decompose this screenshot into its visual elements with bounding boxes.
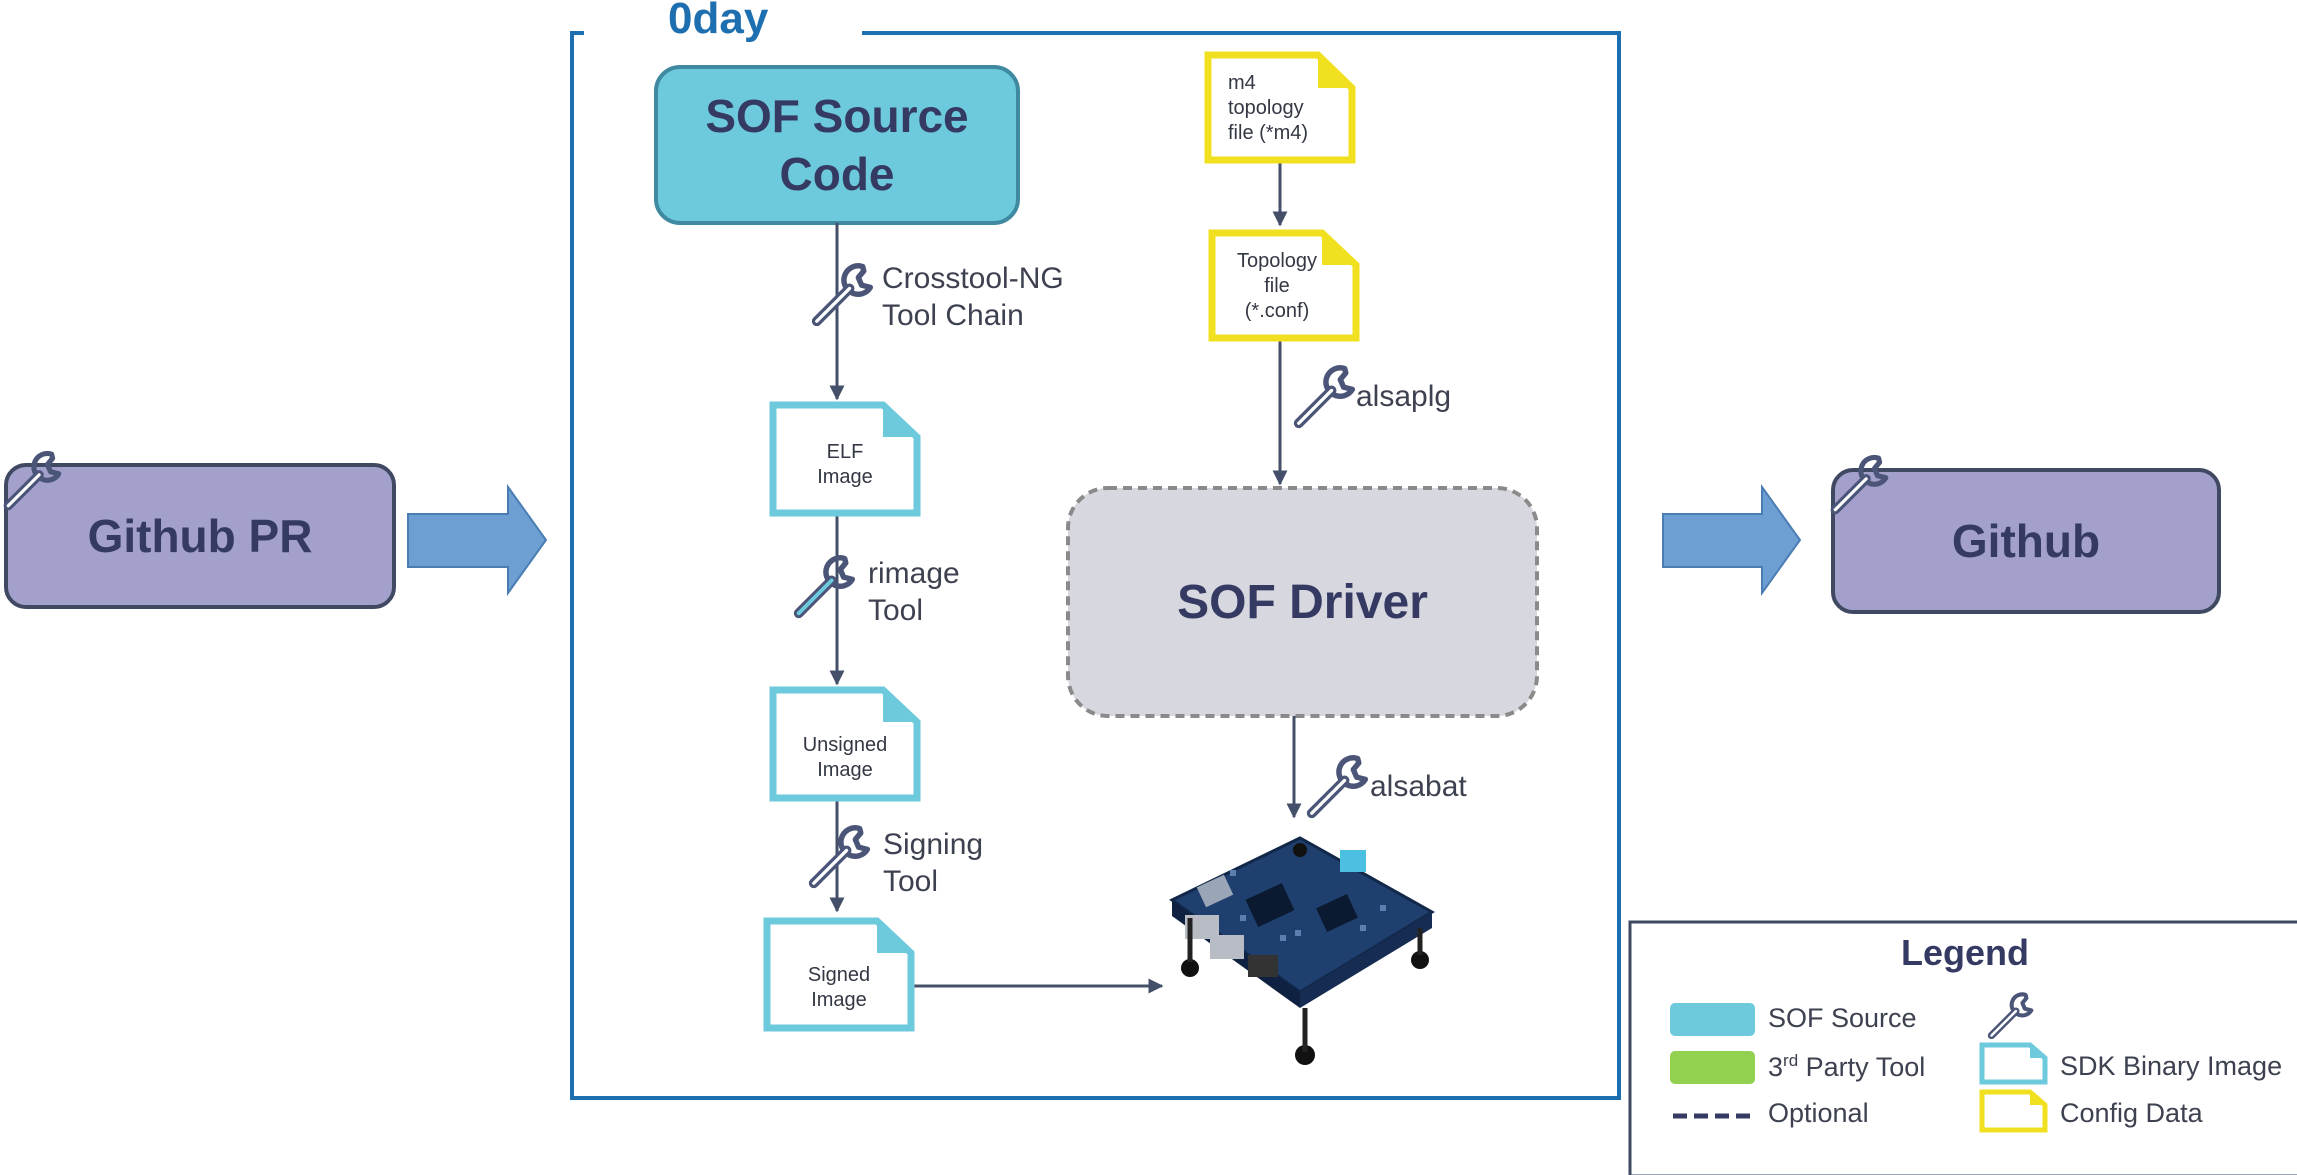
alsaplg-wrench-icon — [1299, 368, 1353, 423]
alsabat-wrench-icon — [1312, 758, 1366, 813]
driver-label: SOF Driver — [1177, 575, 1428, 629]
unsigned-image-label: Unsigned Image — [802, 734, 888, 781]
group-title: 0day — [668, 0, 769, 43]
github-label: Github — [1951, 515, 2101, 567]
topology-conf-doc — [1208, 229, 1360, 342]
crosstool-label: Crosstool-NG Tool Chain — [882, 262, 1064, 332]
legend-box — [1628, 920, 2297, 1175]
legend-sof-source-label: SOF Source — [1768, 1003, 1917, 1033]
group-0day-border — [570, 31, 1621, 1100]
legend-config-data-label: Config Data — [2060, 1098, 2203, 1128]
legend-title: Legend — [1900, 932, 2029, 973]
source-label: SOF Source Code — [705, 90, 969, 200]
block-arrow-right — [1662, 483, 1802, 597]
topology-conf-label: Topology file (*.conf) — [1236, 250, 1318, 322]
signing-label: Signing Tool — [883, 828, 984, 898]
rimage-label: rimage Tool — [868, 557, 960, 627]
sof-driver-box — [1066, 486, 1539, 718]
signing-wrench-icon — [814, 828, 868, 883]
signed-image-label: Signed Image — [807, 964, 871, 1011]
elf-image-label: ELF Image — [817, 441, 873, 488]
unsigned-image-doc — [769, 686, 921, 802]
block-arrow-left — [407, 483, 548, 597]
github-pr-label: Github PR — [87, 510, 313, 562]
alsaplg-label: alsaplg — [1356, 380, 1452, 413]
legend-sdk-binary-label: SDK Binary Image — [2060, 1051, 2283, 1081]
legend-config-doc — [1979, 1089, 2048, 1133]
legend-sdk-binary-doc — [1979, 1042, 2048, 1085]
rimage-wrench-icon — [799, 558, 853, 613]
m4-topology-doc — [1204, 51, 1356, 164]
github-pr-box — [4, 463, 396, 609]
legend-third-party-label: 3rd Party Tool — [1768, 1051, 1926, 1082]
alsabat-label: alsabat — [1370, 770, 1467, 803]
hardware-board-image — [1169, 836, 1435, 1065]
signed-image-doc — [763, 917, 915, 1032]
legend-swatch-sof-source — [1670, 1003, 1755, 1036]
m4-topology-label: m4 topology file (*m4) — [1228, 72, 1309, 144]
elf-image-doc — [769, 401, 921, 517]
github-box — [1831, 468, 2221, 614]
legend-swatch-third-party — [1670, 1051, 1755, 1084]
crosstool-wrench-icon — [817, 266, 871, 321]
legend-optional-label: Optional — [1768, 1098, 1869, 1128]
